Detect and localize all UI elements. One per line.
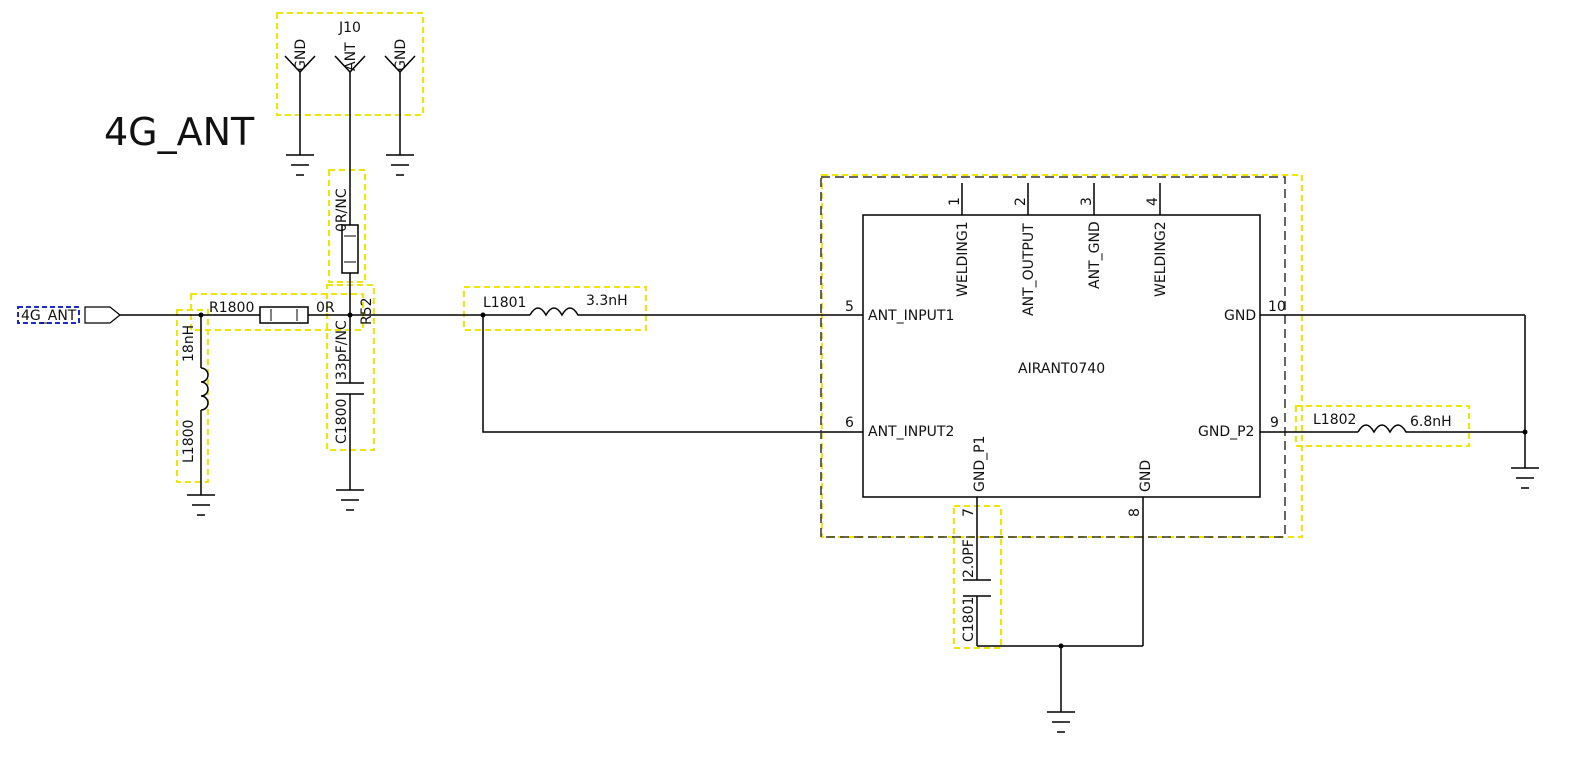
l1800-value: 18nH bbox=[181, 325, 197, 362]
junction-dot bbox=[1522, 429, 1528, 435]
connector-j10[interactable]: J10 GND ANT GND bbox=[284, 20, 416, 225]
ic-pin-number: 6 bbox=[845, 415, 854, 431]
sheet-title: 4G_ANT bbox=[104, 110, 255, 154]
ground-icon bbox=[187, 494, 215, 516]
ic-pin-name: GND bbox=[1224, 308, 1256, 324]
resistor-r52[interactable]: 0R/NC bbox=[334, 188, 359, 315]
r1800-ref: R1800 bbox=[209, 300, 254, 316]
j10-pin-label: GND bbox=[293, 39, 309, 71]
ic-airant0740[interactable]: AIRANT0740 1 WELDING1 2 ANT_OUTPUT 3 ANT… bbox=[820, 176, 1525, 646]
ground-icon bbox=[386, 154, 414, 176]
l1802-ref: L1802 bbox=[1313, 412, 1356, 428]
ground-icon bbox=[1511, 467, 1539, 489]
ic-pin-name: GND bbox=[1138, 460, 1154, 492]
highlight-l1801 bbox=[463, 286, 647, 331]
highlight-l1800 bbox=[176, 309, 209, 483]
highlight-ic bbox=[821, 174, 1303, 538]
r1800-value: 0R bbox=[316, 300, 335, 316]
net-port-label: 4G_ANT bbox=[21, 308, 77, 324]
highlight-r1800 bbox=[190, 293, 364, 331]
capacitor-c1801[interactable]: 2.0PF C1801 bbox=[961, 539, 991, 646]
l1800-ref: L1800 bbox=[181, 420, 197, 463]
net-port-4g-ant[interactable]: 4G_ANT bbox=[17, 306, 121, 324]
ic-pin-name: ANT_GND bbox=[1087, 221, 1103, 289]
l1801-value: 3.3nH bbox=[586, 293, 628, 309]
ic-outline bbox=[820, 176, 1286, 538]
inductor-l1802[interactable]: L1802 6.8nH bbox=[1313, 412, 1525, 434]
ic-pin-name: WELDING1 bbox=[955, 221, 971, 297]
inductor-l1800[interactable]: 18nH L1800 bbox=[181, 315, 215, 516]
ic-pin-name: ANT_INPUT2 bbox=[868, 424, 954, 440]
resistor-icon bbox=[259, 306, 309, 324]
j10-pin-label: GND bbox=[393, 39, 409, 71]
capacitor-c1800[interactable]: 33pF/NC C1800 bbox=[334, 315, 364, 511]
ic-pin-name: WELDING2 bbox=[1153, 221, 1169, 297]
ic-pin-number: 1 bbox=[947, 197, 963, 206]
l1801-ref: L1801 bbox=[483, 295, 526, 311]
ic-pin-name: GND_P1 bbox=[972, 436, 988, 492]
j10-pin-label: ANT bbox=[343, 42, 359, 71]
ic-pin-number: 7 bbox=[961, 508, 977, 517]
ground-icon bbox=[1047, 711, 1075, 733]
c1801-value: 2.0PF bbox=[961, 539, 977, 578]
ic-pin-number: 10 bbox=[1268, 299, 1286, 315]
ic-pin-number: 5 bbox=[845, 299, 854, 315]
highlight-r52 bbox=[328, 169, 366, 283]
ic-pin-number: 4 bbox=[1145, 197, 1161, 206]
ic-body bbox=[862, 214, 1261, 498]
c1800-value: 33pF/NC bbox=[334, 320, 350, 380]
ground-icon bbox=[336, 489, 364, 511]
r52-ref: R52 bbox=[359, 297, 375, 325]
ic-pin-name: GND_P2 bbox=[1198, 424, 1254, 440]
ic-name: AIRANT0740 bbox=[1018, 361, 1105, 377]
j10-ref: J10 bbox=[338, 20, 361, 36]
inductor-coil-icon bbox=[200, 367, 209, 411]
c1800-ref: C1800 bbox=[334, 399, 350, 444]
ic-pin-name: ANT_OUTPUT bbox=[1021, 223, 1037, 316]
ic-pin-number: 8 bbox=[1127, 508, 1143, 517]
inductor-coil-icon bbox=[529, 307, 580, 317]
port-arrow-icon bbox=[84, 306, 121, 324]
resistor-r1800[interactable]: R1800 0R bbox=[209, 300, 335, 324]
inductor-l1801[interactable]: L1801 3.3nH bbox=[483, 293, 628, 317]
r52-value: 0R/NC bbox=[334, 188, 350, 232]
inductor-coil-icon bbox=[1357, 424, 1408, 434]
ic-pin-name: ANT_INPUT1 bbox=[868, 308, 954, 324]
ic-pin-number: 9 bbox=[1270, 415, 1279, 431]
l1802-value: 6.8nH bbox=[1410, 414, 1452, 430]
highlight-l1802 bbox=[1295, 405, 1470, 447]
c1801-ref: C1801 bbox=[961, 597, 977, 642]
ground-icon bbox=[286, 154, 314, 176]
ic-pin-number: 3 bbox=[1079, 197, 1095, 206]
ic-pin-number: 2 bbox=[1013, 197, 1029, 206]
